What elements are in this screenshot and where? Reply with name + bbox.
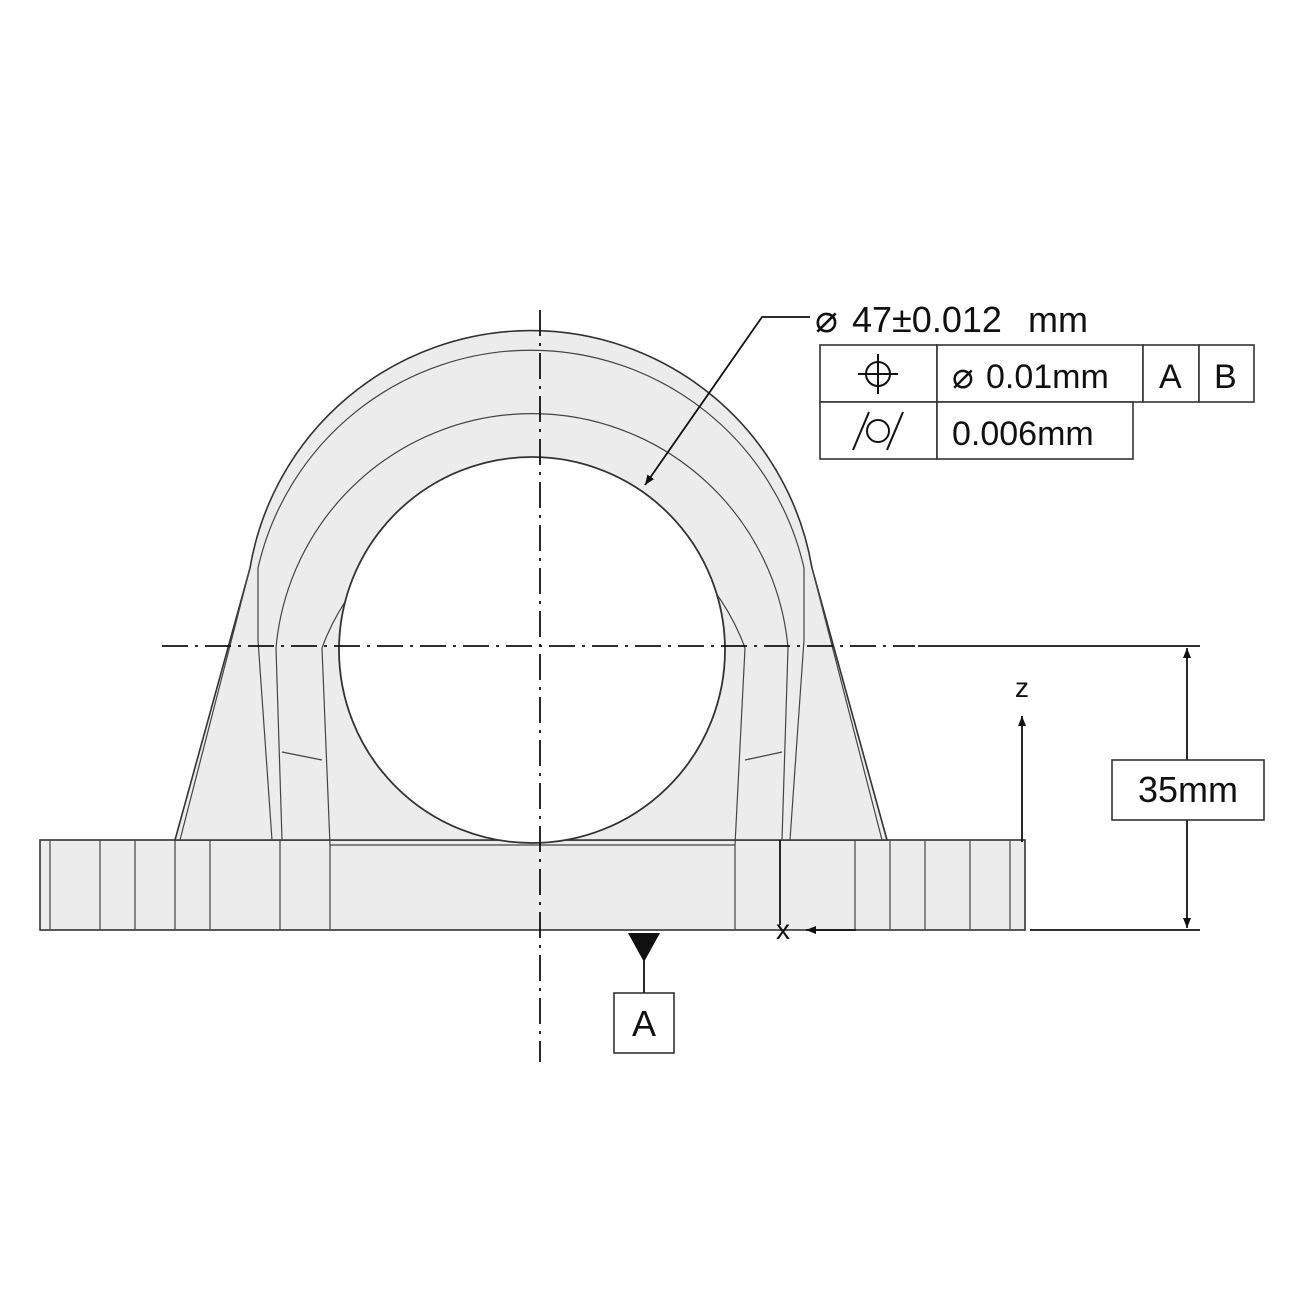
left-inner-wall xyxy=(275,647,331,846)
datum-label: A xyxy=(632,1003,656,1044)
dimension-label: 35mm xyxy=(1138,769,1238,810)
x-axis-label: x xyxy=(776,914,790,945)
datum-triangle xyxy=(628,933,660,962)
left-rib xyxy=(179,567,273,841)
right-rib xyxy=(789,567,883,841)
height-dimension: 35mm xyxy=(918,645,1265,931)
middle-arch-band xyxy=(275,413,789,649)
diameter-callout: ⌀ 47±0.012 mm xyxy=(644,299,1088,486)
outer-arch-band xyxy=(257,349,805,569)
dimension-label-box xyxy=(1111,759,1265,821)
position-tolerance-symbol: ⌀ xyxy=(952,355,974,396)
coordinate-axes: z x xyxy=(776,672,1029,945)
z-axis-label: z xyxy=(1015,672,1029,703)
leader-line xyxy=(644,316,810,486)
bore-hole xyxy=(338,456,726,844)
position-icon xyxy=(858,354,898,394)
datum-feature-a: A xyxy=(613,933,675,1054)
diameter-value: 47±0.012 xyxy=(852,299,1002,340)
cylindricity-icon xyxy=(852,411,904,451)
datum-label-box xyxy=(613,992,675,1054)
cylindricity-tolerance-value: 0.006mm xyxy=(952,415,1094,453)
datum-ref-b: B xyxy=(1214,358,1237,396)
right-inner-wall xyxy=(734,647,789,846)
diameter-symbol: ⌀ xyxy=(815,299,838,341)
centerlines xyxy=(162,310,915,1062)
feature-control-frame: ⌀ 0.01mm A B 0.006mm xyxy=(819,344,1255,460)
datum-ref-a: A xyxy=(1159,358,1182,396)
pillow-block-body xyxy=(39,329,1026,931)
base-flange xyxy=(39,839,1026,931)
flange-facets xyxy=(49,840,1011,930)
position-tolerance-value: 0.01mm xyxy=(986,358,1109,396)
diameter-unit: mm xyxy=(1028,299,1088,340)
